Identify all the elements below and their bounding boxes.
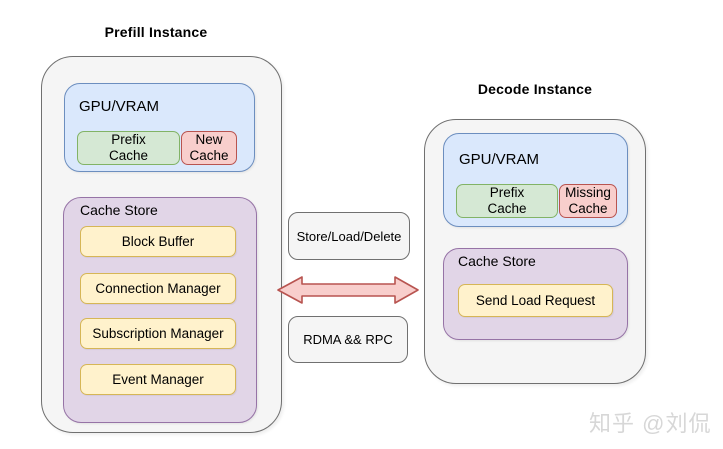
prefill-gpu-vram-label: GPU/VRAM: [79, 98, 160, 115]
decode-gpu-vram-label: GPU/VRAM: [459, 151, 540, 168]
rdma-rpc-box: RDMA && RPC: [288, 316, 408, 363]
prefill-instance-title: Prefill Instance: [104, 24, 208, 40]
module-send-load-request: Send Load Request: [458, 284, 613, 317]
prefill-prefix-cache-box: Prefix Cache: [77, 131, 180, 165]
decode-instance-title: Decode Instance: [477, 81, 593, 97]
decode-missing-cache-box: Missing Cache: [559, 184, 617, 218]
prefill-cache-store-label: Cache Store: [80, 202, 158, 218]
module-block-buffer: Block Buffer: [80, 226, 236, 257]
decode-cache-store-label: Cache Store: [458, 253, 536, 269]
module-subscription-manager: Subscription Manager: [80, 318, 236, 349]
decode-prefix-cache-box: Prefix Cache: [456, 184, 558, 218]
store-load-delete-box: Store/Load/Delete: [288, 212, 410, 260]
prefill-new-cache-box: New Cache: [181, 131, 237, 165]
module-connection-manager: Connection Manager: [80, 273, 236, 304]
watermark: 知乎 @刘侃: [589, 411, 712, 436]
bidirectional-arrow-icon: [277, 276, 419, 304]
module-event-manager: Event Manager: [80, 364, 236, 395]
